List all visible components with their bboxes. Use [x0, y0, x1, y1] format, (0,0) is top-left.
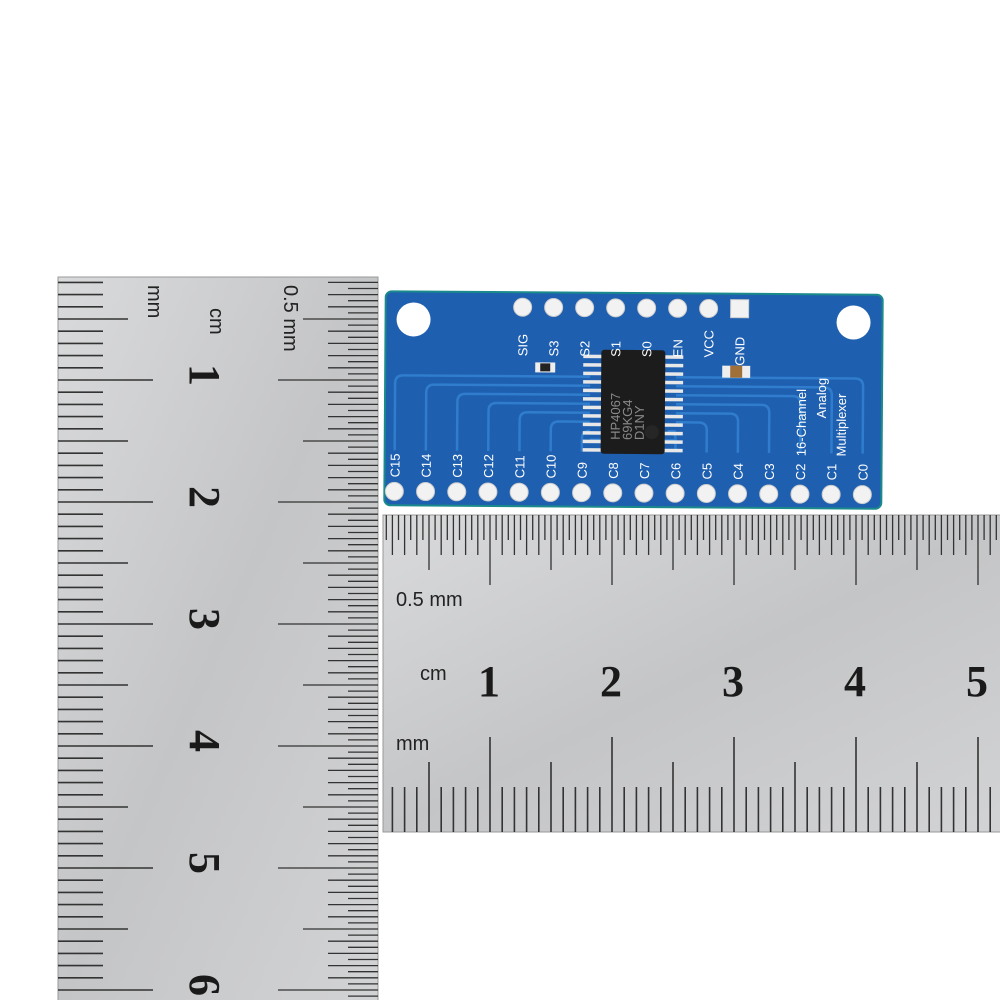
- multiplexer-board: HP4067 69KG4 D1NY SIG S3 S2 S1 S0 EN VCC GND C1…: [383, 290, 884, 510]
- cm-number: 5: [966, 657, 988, 706]
- pin-pad-c2: [790, 484, 810, 504]
- pin-label: C8: [606, 462, 621, 479]
- cm-number: 4: [844, 657, 866, 706]
- pin-pad-s2: [575, 298, 595, 318]
- mm-label: mm: [143, 285, 165, 318]
- cm-number: 3: [722, 657, 744, 706]
- board-title: Analog: [814, 378, 829, 419]
- mounting-hole: [836, 305, 871, 340]
- pin-pad-c3: [759, 484, 779, 504]
- cm-number: 2: [600, 657, 622, 706]
- pin-label: S2: [577, 341, 592, 357]
- cm-number: 6: [180, 974, 229, 996]
- pin-label: GND: [732, 337, 747, 366]
- horizontal-ruler: 0.5 mm cm mm 1 2 3 4 5: [382, 514, 1000, 833]
- pin-label: C9: [575, 462, 590, 479]
- horizontal-ruler-ticks: [385, 515, 997, 832]
- pin-pad-c14: [416, 482, 436, 502]
- pin-pad-s1: [606, 298, 626, 318]
- pin-pad-s3: [544, 297, 564, 317]
- pin-pad-vcc: [699, 299, 719, 319]
- pin-pad-c11: [509, 482, 529, 502]
- mm-label: mm: [396, 733, 429, 755]
- cm-number: 1: [180, 364, 229, 386]
- pin-label: C10: [543, 455, 558, 479]
- pin-pad-sig: [513, 297, 533, 317]
- pin-pad-c10: [540, 482, 560, 502]
- pin-pad-c9: [572, 483, 592, 503]
- pin-label: C3: [762, 463, 777, 480]
- pin-pad-c0: [852, 485, 872, 505]
- cm-label: cm: [420, 663, 447, 685]
- half-mm-label: 0.5 mm: [396, 589, 463, 611]
- cm-label: cm: [205, 308, 227, 335]
- mounting-hole: [396, 302, 431, 337]
- cm-number: 3: [180, 608, 229, 630]
- cm-number: 1: [478, 657, 500, 706]
- half-mm-label: 0.5 mm: [279, 285, 301, 352]
- pin-pad-c7: [634, 483, 654, 503]
- vertical-ruler: mm cm 0.5 mm 1 2 3 4 5 6: [57, 276, 379, 1000]
- pin-pad-c5: [696, 484, 716, 504]
- pin-pad-en: [668, 298, 688, 318]
- pin-label: EN: [670, 339, 685, 357]
- pin-label: S1: [608, 341, 623, 357]
- pin-pad-gnd: [730, 299, 750, 319]
- pin-label: C14: [419, 454, 434, 478]
- pin-label: C4: [731, 463, 746, 480]
- pin-pad-s0: [637, 298, 657, 318]
- pin-pad-c15: [384, 481, 404, 501]
- board-title: 16-Channel: [794, 389, 809, 456]
- pin-pad-c1: [821, 484, 841, 504]
- pin-pad-c8: [603, 483, 623, 503]
- pin-label: C15: [387, 453, 402, 477]
- cm-number: 5: [180, 852, 229, 874]
- chip-marking: 69KG4: [620, 399, 635, 440]
- vertical-ruler-ticks: [58, 281, 378, 997]
- pin-label: C0: [855, 464, 870, 481]
- pin-pad-c6: [665, 483, 685, 503]
- pin-label: C6: [668, 463, 683, 480]
- pin-pad-c13: [447, 482, 467, 502]
- pin-label: C2: [793, 463, 808, 480]
- pin-label: C5: [699, 463, 714, 480]
- pin-pad-c4: [728, 484, 748, 504]
- pin-label: C12: [481, 454, 496, 478]
- pin-label: C1: [824, 464, 839, 481]
- pin-label: S3: [546, 340, 561, 356]
- pin-label: C7: [637, 462, 652, 479]
- cm-number: 4: [180, 730, 229, 752]
- pin-label: SIG: [515, 334, 530, 357]
- board-title: Multiplexer: [834, 393, 849, 457]
- chip: HP4067 69KG4 D1NY: [582, 349, 684, 455]
- pin-label: C11: [512, 455, 527, 478]
- cm-number: 2: [180, 486, 229, 508]
- chip-marking: D1NY: [632, 405, 647, 440]
- pin-label: VCC: [701, 330, 716, 358]
- chip-marking: HP4067: [608, 393, 623, 440]
- pin-pad-c12: [478, 482, 498, 502]
- pin-label: C13: [450, 454, 465, 478]
- pin-label: S0: [639, 341, 654, 357]
